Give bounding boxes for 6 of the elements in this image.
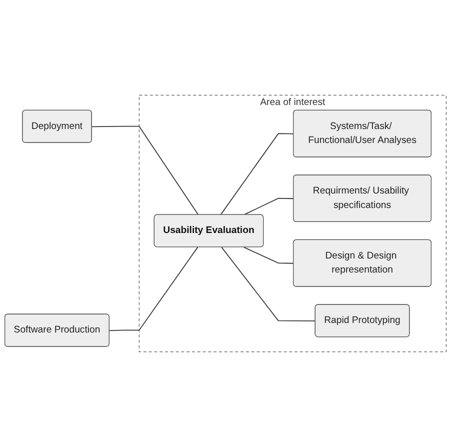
connector (221, 246, 316, 322)
connector (220, 133, 294, 216)
connector (243, 198, 294, 216)
connector (91, 126, 199, 216)
connector (109, 246, 198, 331)
connector (243, 246, 294, 264)
